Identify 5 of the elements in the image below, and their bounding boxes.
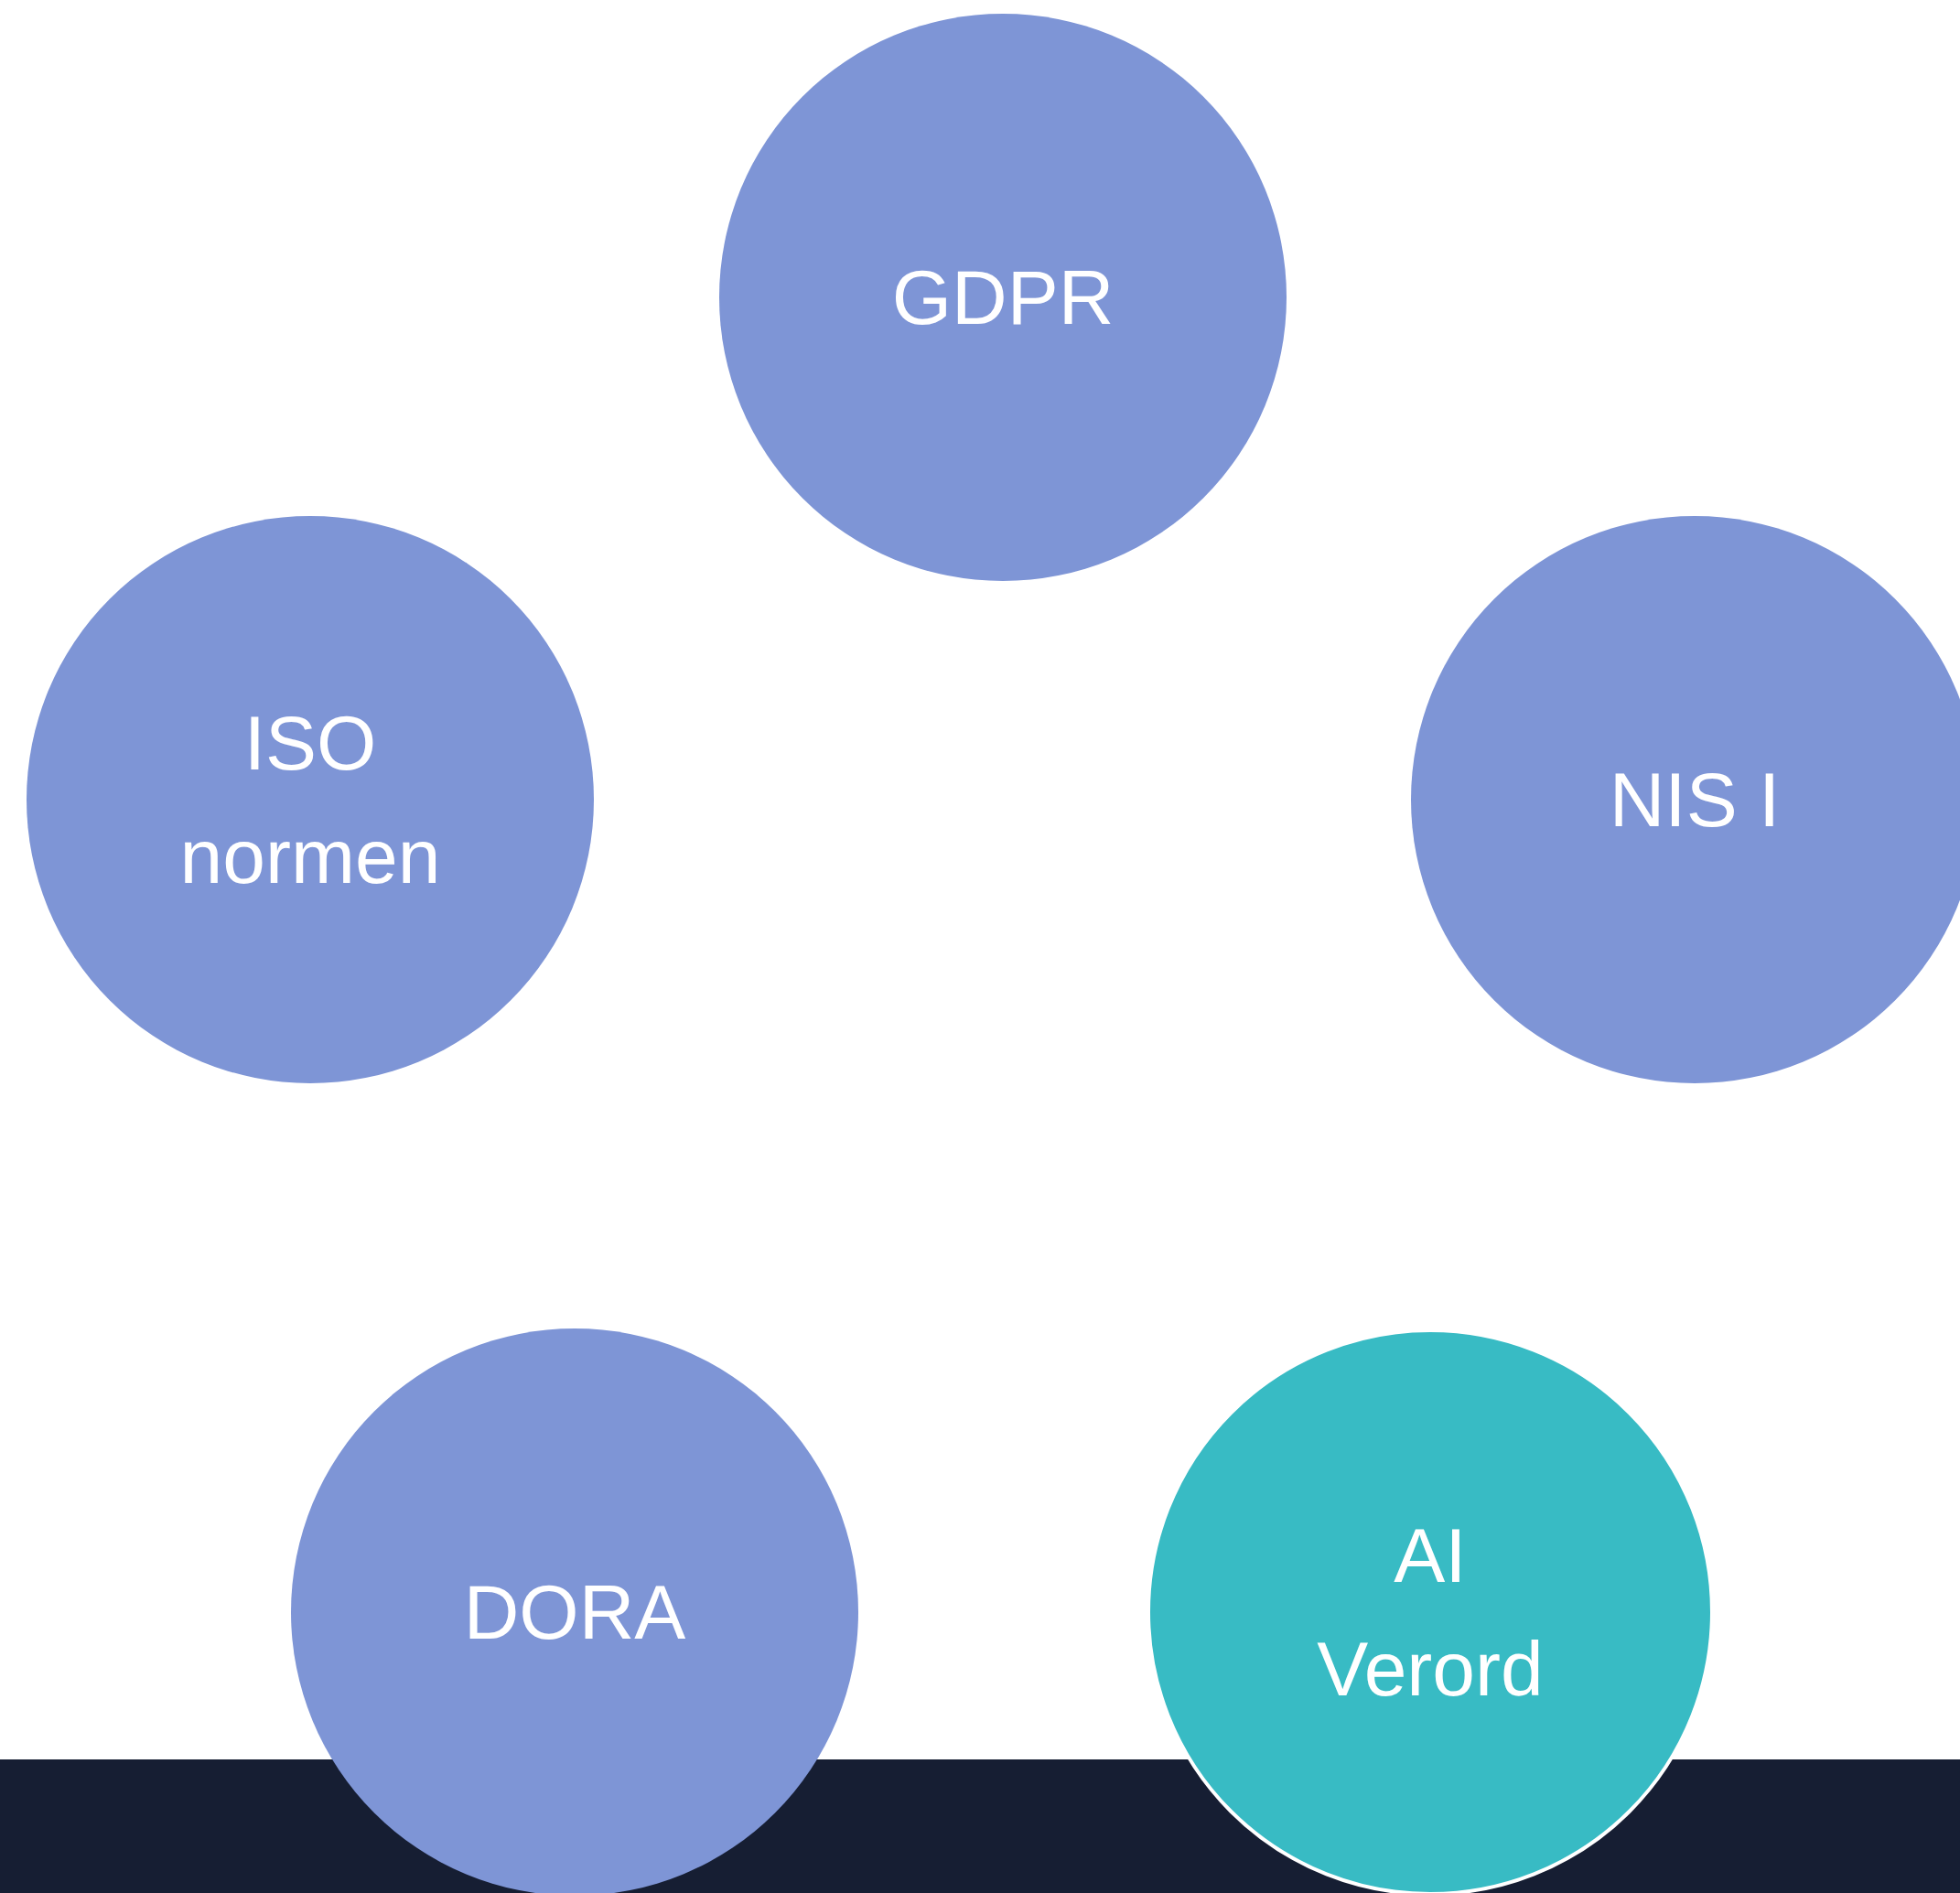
node-label: GDPR [891,253,1115,342]
node-label: NIS I [1609,756,1781,844]
node-label: DORA [463,1568,686,1657]
node-label: ISO normen [178,699,442,901]
node-label: AI Verord [1316,1511,1545,1714]
